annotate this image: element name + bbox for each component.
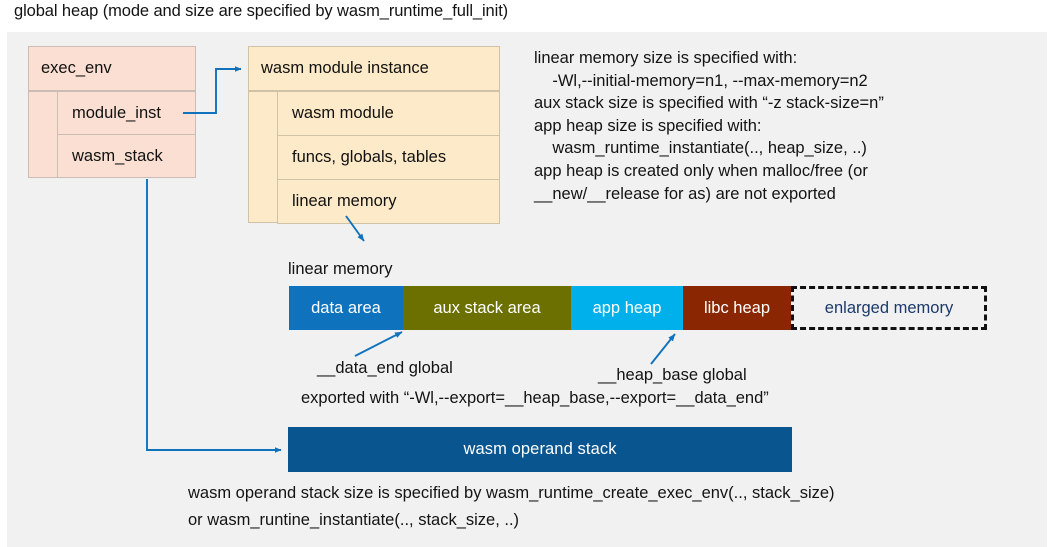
linear-memory-notes: linear memory size is specified with: -W… bbox=[534, 49, 884, 203]
module-instance-row-linear-memory-label: linear memory bbox=[292, 192, 397, 210]
module-instance-gutter bbox=[248, 91, 278, 223]
memory-segment-libc-heap: libc heap bbox=[683, 286, 791, 330]
exec-env-row-module-inst-label: module_inst bbox=[72, 103, 161, 122]
page-title: global heap (mode and size are specified… bbox=[14, 2, 509, 20]
exec-env-header-label: exec_env bbox=[41, 59, 112, 77]
module-instance-header: wasm module instance bbox=[248, 46, 500, 91]
memory-segment-enlarged-memory-label: enlarged memory bbox=[824, 298, 954, 317]
module-instance-row-funcs-globals-tables-label: funcs, globals, tables bbox=[292, 148, 447, 166]
memory-segment-app-heap: app heap bbox=[571, 286, 683, 330]
memory-segment-data-area-label: data area bbox=[311, 298, 381, 317]
linear-memory-bar: data area aux stack area app heap libc h… bbox=[289, 286, 987, 330]
exec-env-gutter bbox=[28, 91, 58, 178]
operand-stack-notes: wasm operand stack size is specified by … bbox=[188, 484, 835, 529]
module-instance-row-funcs-globals-tables: funcs, globals, tables bbox=[277, 135, 500, 180]
module-instance-header-label: wasm module instance bbox=[261, 59, 429, 77]
memory-segment-aux-stack-area-label: aux stack area bbox=[433, 298, 541, 317]
module-instance-row-wasm-module: wasm module bbox=[277, 91, 500, 136]
memory-segment-aux-stack-area: aux stack area bbox=[403, 286, 571, 330]
heap-base-annotation: __heap_base global bbox=[598, 366, 747, 384]
memory-segment-app-heap-label: app heap bbox=[592, 298, 662, 317]
wasm-operand-stack-label: wasm operand stack bbox=[463, 440, 617, 458]
wasm-operand-stack-bar: wasm operand stack bbox=[288, 427, 792, 472]
memory-segment-enlarged-memory: enlarged memory bbox=[791, 286, 987, 330]
module-instance-row-linear-memory: linear memory bbox=[277, 179, 500, 224]
memory-segment-libc-heap-label: libc heap bbox=[703, 298, 771, 317]
exec-env-header: exec_env bbox=[28, 46, 196, 91]
exec-env-row-wasm-stack-label: wasm_stack bbox=[72, 146, 163, 165]
linear-memory-caption: linear memory bbox=[288, 260, 393, 278]
exec-env-row-wasm-stack: wasm_stack bbox=[57, 134, 196, 178]
exported-with-annotation: exported with “-Wl,--export=__heap_base,… bbox=[301, 389, 769, 407]
exec-env-row-module-inst: module_inst bbox=[57, 91, 196, 135]
module-instance-row-wasm-module-label: wasm module bbox=[292, 104, 394, 122]
memory-segment-data-area: data area bbox=[289, 286, 403, 330]
data-end-annotation: __data_end global bbox=[317, 359, 453, 377]
